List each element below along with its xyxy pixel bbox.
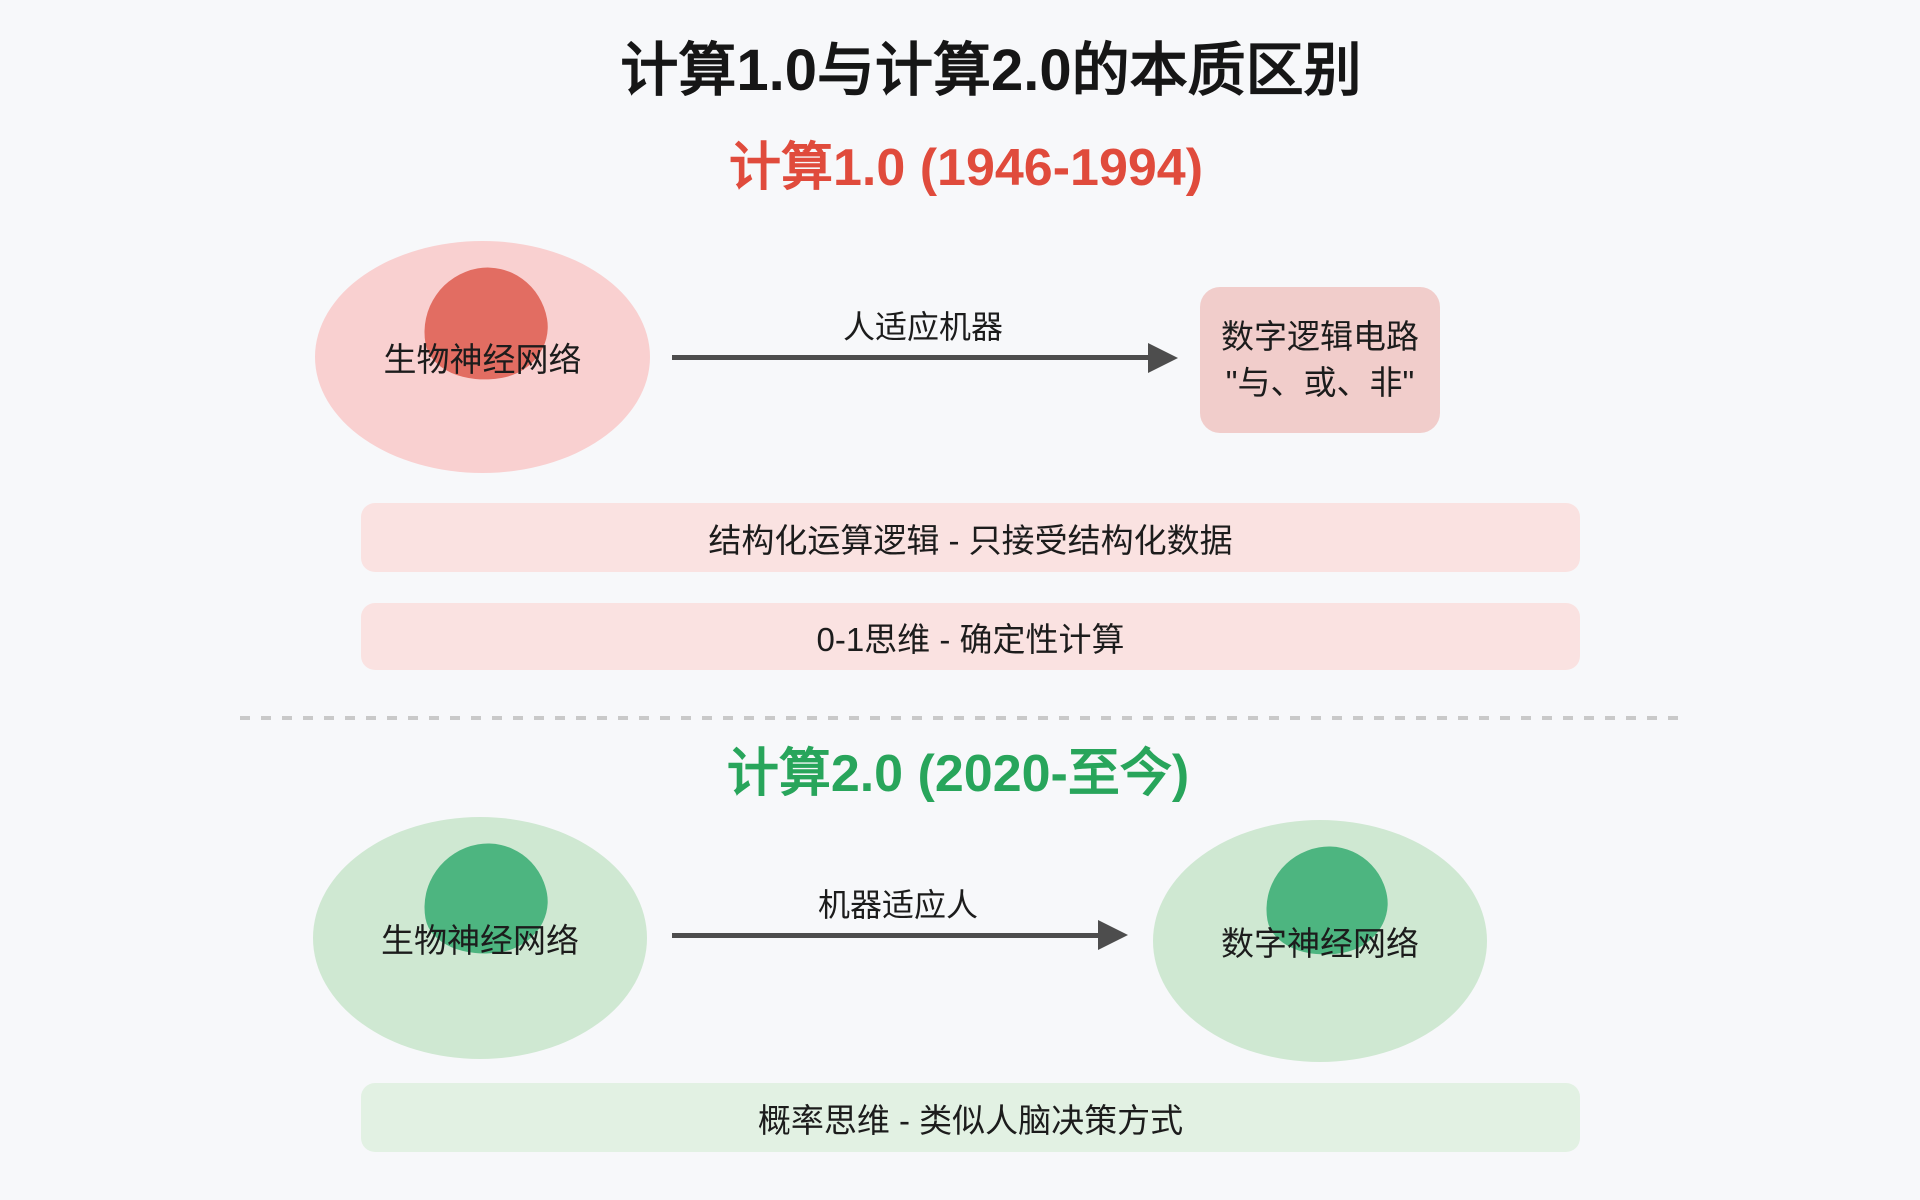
computing2-bio-network-ellipse: 生物神经网络	[313, 817, 647, 1059]
section-divider	[240, 716, 1680, 720]
computing2-bio-network-label: 生物神经网络	[381, 922, 579, 959]
page-title: 计算1.0与计算2.0的本质区别	[620, 38, 1362, 103]
computing1-arrow-label: 人适应机器	[842, 309, 1004, 345]
computing1-heading: 计算1.0 (1946-1994)	[728, 139, 1204, 197]
digital-logic-box-line1: 数字逻辑电路	[1221, 318, 1419, 355]
computing2-digital-network-label: 数字神经网络	[1221, 925, 1419, 962]
computing2-digital-network-ellipse: 数字神经网络	[1153, 820, 1487, 1062]
computing1-arrow-head	[1148, 343, 1178, 373]
computing1-banner-structured: 结构化运算逻辑 - 只接受结构化数据	[361, 503, 1580, 572]
computing1-bio-network-label: 生物神经网络	[383, 341, 582, 378]
computing1-arrow-line	[672, 355, 1150, 360]
computing1-banner-binary: 0-1思维 - 确定性计算	[361, 603, 1580, 670]
computing2-banner-probability: 概率思维 - 类似人脑决策方式	[361, 1083, 1580, 1152]
computing2-arrow-label: 机器适应人	[817, 887, 979, 923]
computing2-heading: 计算2.0 (2020-至今)	[726, 745, 1190, 803]
computing1-bio-network-ellipse: 生物神经网络	[315, 241, 650, 473]
computing2-arrow-line	[672, 933, 1100, 938]
digital-logic-box-line2: "与、或、非"	[1225, 364, 1415, 401]
digital-logic-box: 数字逻辑电路 "与、或、非"	[1200, 287, 1440, 433]
computing2-arrow-head	[1098, 920, 1128, 950]
